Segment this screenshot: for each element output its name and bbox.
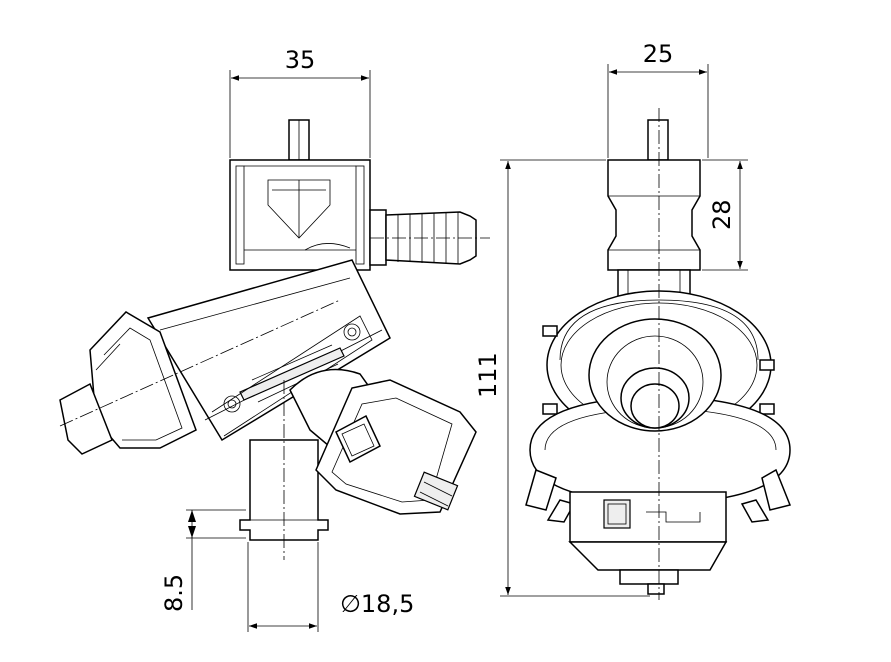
dim-label-8-5: 8.5 bbox=[160, 574, 188, 612]
dim-label-35: 35 bbox=[285, 46, 316, 74]
dim-label-diameter: ∅18,5 bbox=[340, 590, 414, 618]
front-boss bbox=[588, 318, 722, 432]
dim-top-height: 28 bbox=[702, 159, 748, 271]
left-cap bbox=[59, 299, 341, 455]
dim-label-28: 28 bbox=[708, 199, 736, 230]
front-top-stem bbox=[647, 119, 669, 161]
dim-label-25: 25 bbox=[643, 40, 674, 68]
dim-total-height: 111 bbox=[474, 159, 650, 597]
side-nozzle bbox=[289, 368, 477, 515]
outlet bbox=[239, 380, 329, 560]
valve-head bbox=[229, 159, 371, 271]
front-view: 25 111 28 bbox=[474, 40, 792, 600]
dim-right-width: 25 bbox=[607, 40, 709, 158]
front-valve-head bbox=[607, 159, 701, 271]
dim-label-111: 111 bbox=[474, 352, 502, 398]
front-nozzle bbox=[568, 491, 728, 595]
hose-barb bbox=[369, 209, 490, 266]
dim-outlet-diameter: ∅18,5 bbox=[247, 542, 414, 632]
side-view: 35 8.5 ∅18,5 bbox=[59, 46, 490, 632]
dim-left-width: 35 bbox=[229, 46, 371, 158]
dim-outlet-length: 8.5 bbox=[160, 509, 246, 612]
